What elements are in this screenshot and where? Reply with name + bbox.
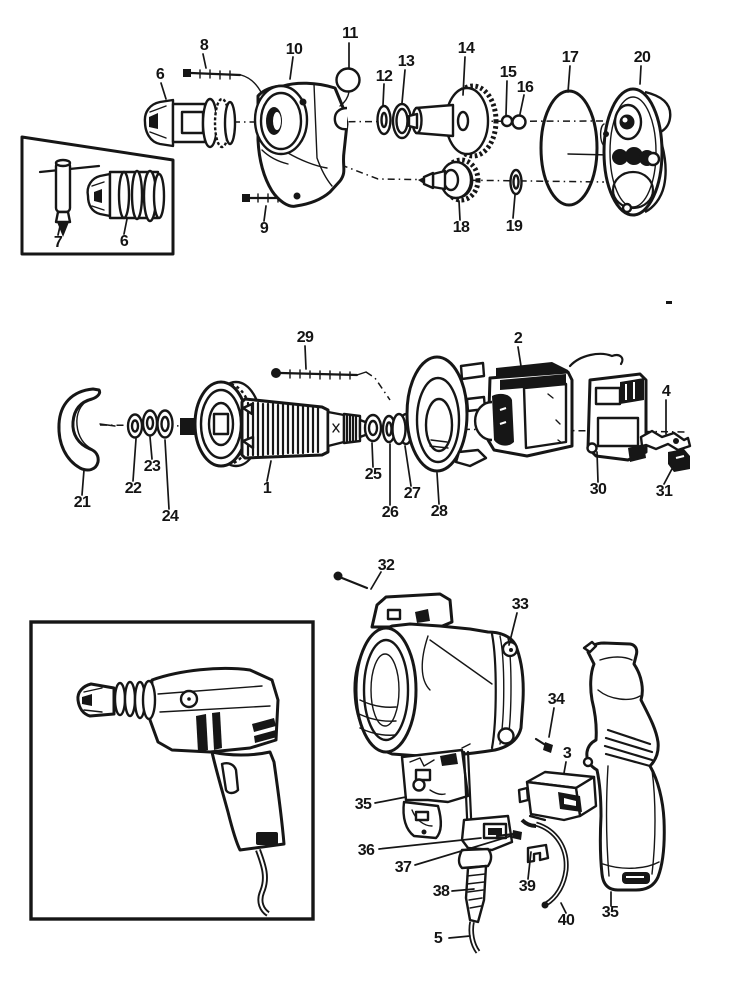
callout-34: 34 <box>547 691 565 708</box>
bottom-leader-lines <box>370 571 612 939</box>
terminal-31 <box>668 449 690 472</box>
callout-1: 1 <box>262 480 272 497</box>
screw-32 <box>333 571 369 590</box>
housing-half-35 <box>582 640 666 892</box>
cord-clamp-4 <box>639 429 692 452</box>
brush-holder-30 <box>568 352 648 462</box>
screw-37 <box>495 830 522 840</box>
callout-3: 3 <box>562 745 572 762</box>
callout-6b: 6 <box>119 233 129 250</box>
callout-4: 4 <box>661 383 671 400</box>
gear-and-spindle-14 <box>407 83 499 159</box>
bearing-25 <box>363 413 383 443</box>
cord-5 <box>468 921 481 954</box>
ball-15 <box>500 114 514 128</box>
ball-16 <box>511 114 527 130</box>
callout-13: 13 <box>397 53 415 70</box>
chuck-6-in-box <box>86 169 166 223</box>
callout-24: 24 <box>161 508 179 525</box>
chuck-key-7 <box>38 158 101 237</box>
middle-leader-lines <box>81 345 674 510</box>
cord-protector-38 <box>457 847 493 924</box>
callout-18: 18 <box>452 219 470 236</box>
callout-9: 9 <box>259 220 269 237</box>
screw-8 <box>183 69 242 80</box>
callout-14: 14 <box>457 40 475 57</box>
callout-10: 10 <box>285 41 303 58</box>
callout-40: 40 <box>557 912 575 929</box>
washer-24 <box>156 409 174 439</box>
inspection-box-bottom <box>29 620 315 921</box>
washer-23 <box>141 409 159 437</box>
callout-39: 39 <box>518 878 536 895</box>
callout-26: 26 <box>381 504 399 521</box>
bearing-end-plate-20 <box>599 87 672 217</box>
complete-drill-illustration <box>76 666 286 917</box>
washer-12 <box>376 104 392 136</box>
callout-16: 16 <box>516 79 534 96</box>
callout-38: 38 <box>432 883 450 900</box>
top-leader-lines <box>57 42 642 236</box>
callout-2: 2 <box>513 330 523 347</box>
switch-3 <box>517 770 598 822</box>
callout-33: 33 <box>511 596 529 613</box>
callout-17: 17 <box>561 49 579 66</box>
callout-36: 36 <box>357 842 375 859</box>
deflector-21 <box>57 387 116 472</box>
callout-6: 6 <box>155 66 165 83</box>
baffle-28 <box>405 355 488 473</box>
callout-19: 19 <box>505 218 523 235</box>
callout-15: 15 <box>499 64 517 81</box>
callout-28: 28 <box>430 503 448 520</box>
callout-12: 12 <box>375 68 393 85</box>
callout-35b: 35 <box>601 904 619 921</box>
callout-35a: 35 <box>354 796 372 813</box>
stray-print-mark <box>666 301 672 304</box>
washer-22 <box>126 413 144 439</box>
gear-case-10 <box>253 81 349 208</box>
callout-30: 30 <box>589 481 607 498</box>
field-2 <box>473 362 574 458</box>
callout-31: 31 <box>655 483 673 500</box>
callout-7: 7 <box>53 234 63 251</box>
motor-housing-shell <box>353 592 525 758</box>
armature-1 <box>180 380 377 468</box>
callout-21: 21 <box>73 494 91 511</box>
callout-29: 29 <box>296 329 314 346</box>
callout-23: 23 <box>143 458 161 475</box>
second-gear-18 <box>418 157 481 203</box>
callout-5: 5 <box>433 930 443 947</box>
ball-11 <box>335 67 361 107</box>
gasket-17 <box>539 89 599 207</box>
callout-20: 20 <box>633 49 651 66</box>
callout-8: 8 <box>199 37 209 54</box>
callout-32: 32 <box>377 557 395 574</box>
brush-screw-29 <box>271 368 391 401</box>
washer-19 <box>509 168 523 196</box>
screw-34 <box>534 737 553 753</box>
callout-27: 27 <box>403 485 421 502</box>
callout-11: 11 <box>342 25 358 42</box>
callout-25: 25 <box>364 466 382 483</box>
callout-37: 37 <box>394 859 412 876</box>
wire-40 <box>520 818 569 909</box>
chuck-6-main <box>143 97 237 149</box>
switch-handle-assembly-35 <box>400 743 514 852</box>
callout-22: 22 <box>124 480 142 497</box>
